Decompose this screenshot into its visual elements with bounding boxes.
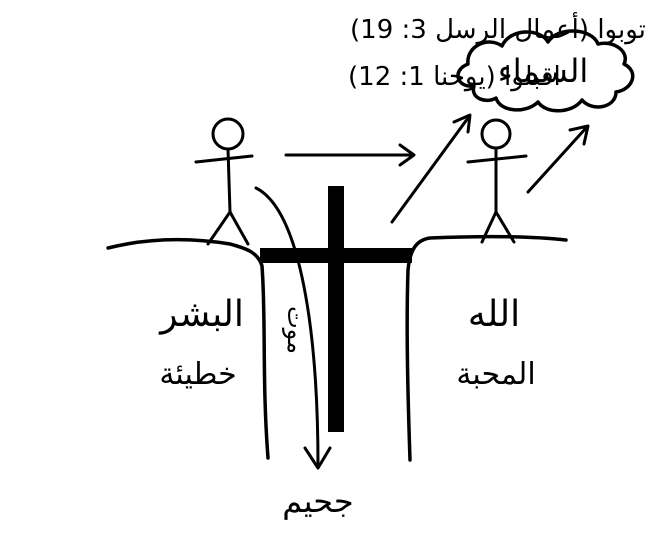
god-title: الله <box>468 294 520 335</box>
hell-label: جحيم <box>282 482 353 520</box>
heaven-label: السماء <box>498 52 588 90</box>
left-ground-cliff <box>106 237 270 460</box>
death-label: موت <box>282 306 310 354</box>
saved-stick-figure <box>466 118 528 244</box>
right-ground-cliff <box>405 234 568 462</box>
human-title: البشر <box>158 294 244 335</box>
human-stick-figure <box>194 117 254 246</box>
human-subtitle: خطيئة <box>159 357 236 392</box>
arrow-fall <box>254 186 332 470</box>
arrow-across <box>284 143 416 167</box>
arrow-up-middle <box>390 113 472 224</box>
verse-receive: اقبلوا (يوحنا 1: 12) <box>348 62 561 92</box>
verse-repent: توبوا (أعمال الرسل 3: 19) <box>350 11 646 45</box>
heaven-cloud: السماء <box>456 29 635 113</box>
god-subtitle: المحبة <box>456 357 535 392</box>
arrow-up-right <box>526 124 590 194</box>
